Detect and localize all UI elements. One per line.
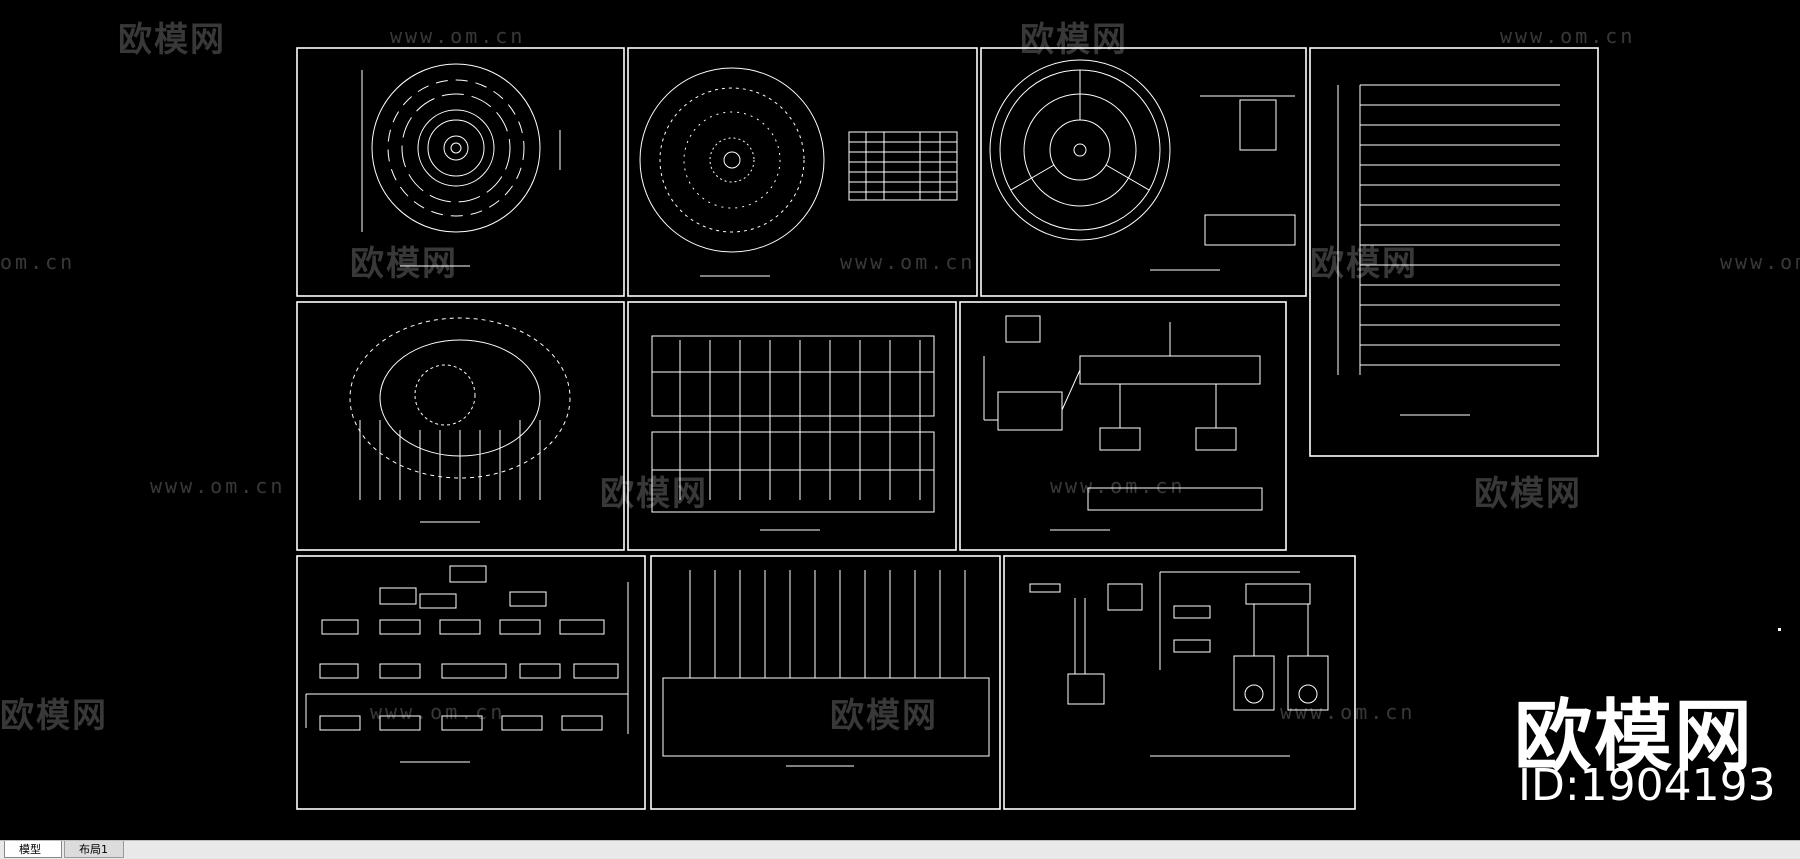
drawing-sheet-flow-diagram xyxy=(296,555,646,810)
drawing-sheet-distribution xyxy=(650,555,1001,810)
drawing-sheet-nozzle-layout xyxy=(627,47,978,297)
drawing-sheet-pipe-network xyxy=(296,301,625,551)
ucs-marker xyxy=(1778,628,1781,631)
model-id: ID:1904193 xyxy=(1518,760,1776,811)
brand-logo-text: 欧模网 xyxy=(1514,692,1755,782)
drawing-sheet-fountain-plan xyxy=(296,47,625,297)
drawing-sheet-plc-system xyxy=(959,301,1287,551)
layout-tab-bar: 模型 布局1 xyxy=(0,840,1800,859)
drawing-sheet-audio-system xyxy=(1003,555,1356,810)
drawing-sheet-single-line xyxy=(1309,47,1599,457)
tab-layout1[interactable]: 布局1 xyxy=(64,841,124,858)
drawing-sheet-control-wiring xyxy=(627,301,957,551)
tab-model[interactable]: 模型 xyxy=(4,841,62,858)
cad-model-space[interactable] xyxy=(0,0,1800,840)
drawing-sheet-pool-structure xyxy=(980,47,1307,297)
